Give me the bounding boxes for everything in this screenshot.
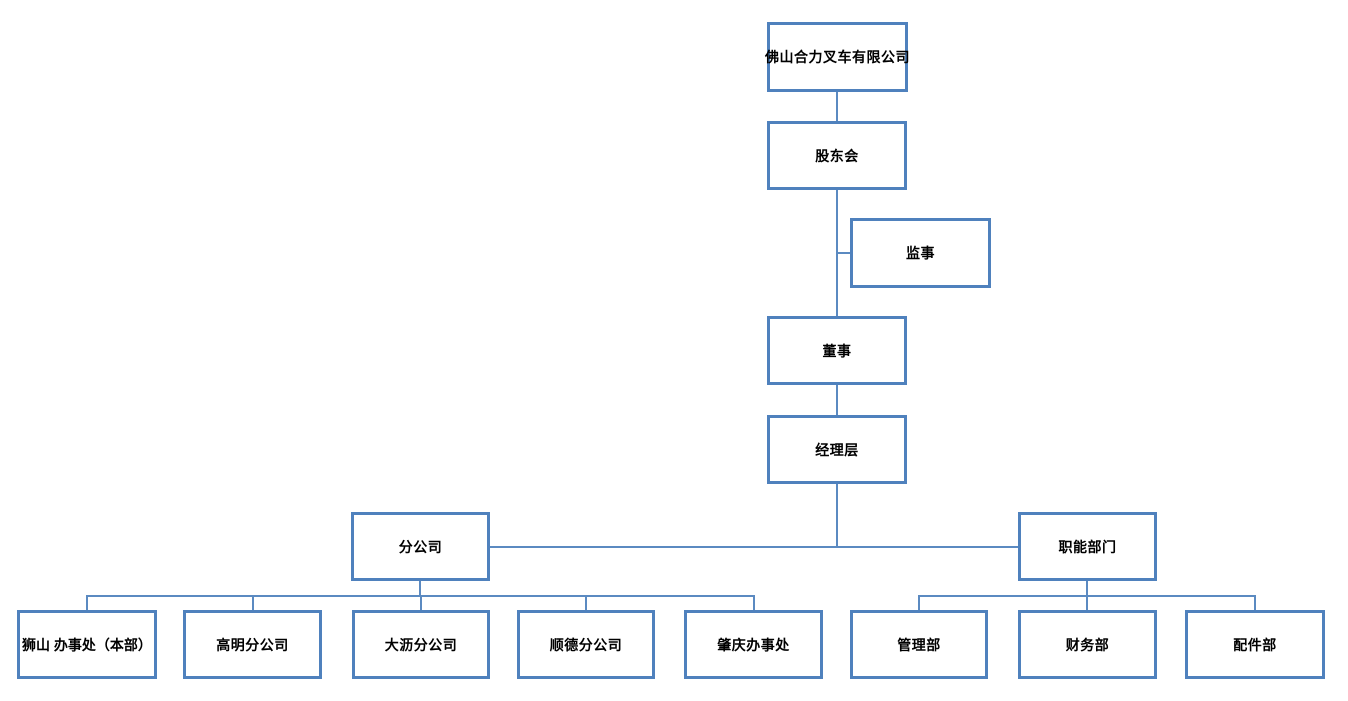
org-node-supervisor-label: 监事 <box>906 245 935 261</box>
connector-stub-finance-dept <box>1086 595 1088 610</box>
connector-trunk-supervisor <box>838 252 850 254</box>
org-node-management-dept-label: 管理部 <box>897 636 941 653</box>
org-node-director-label: 董事 <box>822 342 852 359</box>
org-node-shareholders-label: 股东会 <box>815 147 859 164</box>
connector-stub-parts-dept <box>1254 595 1256 610</box>
org-node-shishan-office-label: 狮山 办事处（本部） <box>22 636 152 653</box>
org-node-shishan-office[interactable]: 狮山 办事处（本部） <box>17 610 157 679</box>
connector-branch-functional-cross <box>490 546 1018 548</box>
org-node-finance-dept-label: 财务部 <box>1065 636 1110 653</box>
connector-stub-shunde <box>585 595 587 610</box>
org-node-director[interactable]: 董事 <box>767 316 907 385</box>
org-node-shareholders[interactable]: 股东会 <box>767 121 907 190</box>
org-node-zhaoqing-office[interactable]: 肇庆办事处 <box>684 610 823 679</box>
connector-stub-gaoming <box>252 595 254 610</box>
org-node-shunde-branch-label: 顺德分公司 <box>549 636 623 653</box>
org-node-company-label: 佛山合力叉车有限公司 <box>765 49 910 65</box>
org-node-dali-branch-label: 大沥分公司 <box>384 636 458 653</box>
org-node-parts-dept-label: 配件部 <box>1233 636 1277 653</box>
org-node-company[interactable]: 佛山合力叉车有限公司 <box>765 22 910 92</box>
org-node-branch-group-label: 分公司 <box>398 538 443 555</box>
org-node-functional-group-label: 职能部门 <box>1058 538 1117 555</box>
connector-company-shareholders <box>836 92 838 121</box>
connector-functional-drop <box>1086 581 1088 596</box>
org-node-parts-dept[interactable]: 配件部 <box>1185 610 1325 679</box>
connector-stub-zhaoqing <box>753 595 755 610</box>
org-node-gaoming-branch-label: 高明分公司 <box>216 636 289 653</box>
org-node-zhaoqing-office-label: 肇庆办事处 <box>717 636 790 653</box>
connector-management-drop <box>836 484 838 548</box>
org-node-dali-branch[interactable]: 大沥分公司 <box>352 610 490 679</box>
connector-stub-dali <box>420 595 422 610</box>
org-node-branch-group[interactable]: 分公司 <box>351 512 490 581</box>
org-node-supervisor[interactable]: 监事 <box>850 218 991 288</box>
org-node-gaoming-branch[interactable]: 高明分公司 <box>183 610 322 679</box>
connector-director-management <box>836 385 838 415</box>
org-node-functional-group[interactable]: 职能部门 <box>1018 512 1157 581</box>
org-node-management-label: 经理层 <box>815 441 859 458</box>
org-node-management[interactable]: 经理层 <box>767 415 907 484</box>
org-node-shunde-branch[interactable]: 顺德分公司 <box>517 610 655 679</box>
connector-stub-shishan <box>86 595 88 610</box>
org-node-management-dept[interactable]: 管理部 <box>850 610 988 679</box>
connector-shareholders-director <box>836 190 838 316</box>
connector-stub-management-dept <box>918 595 920 610</box>
org-node-finance-dept[interactable]: 财务部 <box>1018 610 1157 679</box>
connector-branch-drop <box>419 581 421 596</box>
